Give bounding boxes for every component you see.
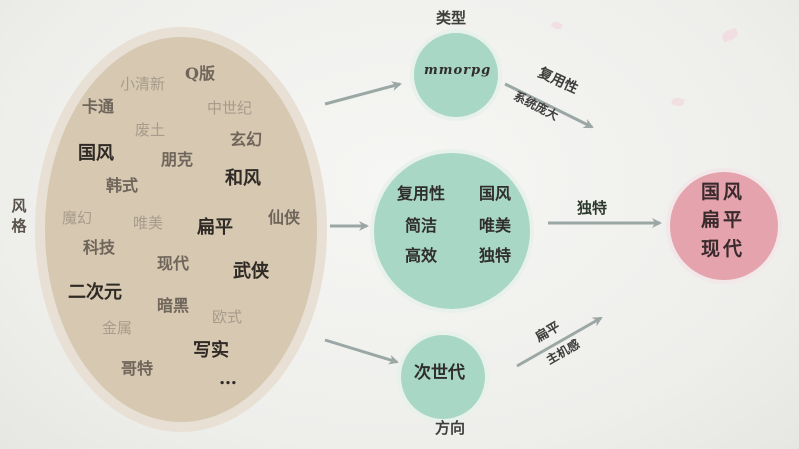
style-word: 唯美 xyxy=(133,214,164,232)
style-word: 写实 xyxy=(193,340,229,361)
style-side-label: 风 格 xyxy=(9,196,29,236)
style-word: 小清新 xyxy=(120,75,166,93)
style-word: 武侠 xyxy=(233,261,269,282)
side-label-char: 风 xyxy=(11,197,27,215)
style-ellipse xyxy=(45,37,317,422)
result-word: 国风 xyxy=(701,181,746,203)
style-word: … xyxy=(219,368,237,389)
arrow-to-direction xyxy=(324,338,399,365)
style-word: Q版 xyxy=(185,64,215,83)
result-word: 现代 xyxy=(701,238,746,260)
direction-node xyxy=(397,331,489,423)
style-word: 仙侠 xyxy=(268,208,301,227)
result-node xyxy=(666,168,782,284)
style-word: 二次元 xyxy=(68,282,122,303)
core-word: 国风 xyxy=(479,184,512,203)
core-word: 简洁 xyxy=(405,216,438,235)
style-word: 暗黑 xyxy=(157,296,190,315)
style-word: 现代 xyxy=(157,254,190,273)
style-word: 卡通 xyxy=(82,97,115,116)
direction-node-text: 次世代 xyxy=(414,363,465,383)
core-word: 复用性 xyxy=(397,184,446,203)
arrow-type-out xyxy=(504,82,594,129)
core-arrow-label: 独特 xyxy=(577,199,608,217)
style-word: 玄幻 xyxy=(230,130,263,149)
type-node-label: 类型 xyxy=(436,9,467,27)
type-node xyxy=(410,29,502,121)
style-word: 金属 xyxy=(102,319,133,337)
type-node-text: mmorpg xyxy=(424,63,492,78)
style-word: 和风 xyxy=(225,168,261,189)
direction-node-label: 方向 xyxy=(435,419,466,437)
style-word: 朋克 xyxy=(161,150,194,169)
style-word: 国风 xyxy=(78,143,114,164)
style-word: 废土 xyxy=(135,121,166,139)
style-word: 魔幻 xyxy=(62,209,93,227)
style-word: 欧式 xyxy=(212,308,243,326)
style-word: 中世纪 xyxy=(207,99,253,117)
style-word: 扁平 xyxy=(197,217,233,238)
style-word: 韩式 xyxy=(106,176,139,195)
core-word: 高效 xyxy=(405,246,438,265)
side-label-char: 格 xyxy=(11,217,27,235)
core-word: 独特 xyxy=(479,246,512,265)
style-word: 哥特 xyxy=(121,359,154,378)
result-word: 扁平 xyxy=(701,209,746,231)
style-word: 科技 xyxy=(83,238,116,257)
arrow-direction-out xyxy=(516,316,603,368)
arrow-to-type xyxy=(324,81,402,106)
core-word: 唯美 xyxy=(479,216,512,235)
core-node xyxy=(370,149,534,313)
